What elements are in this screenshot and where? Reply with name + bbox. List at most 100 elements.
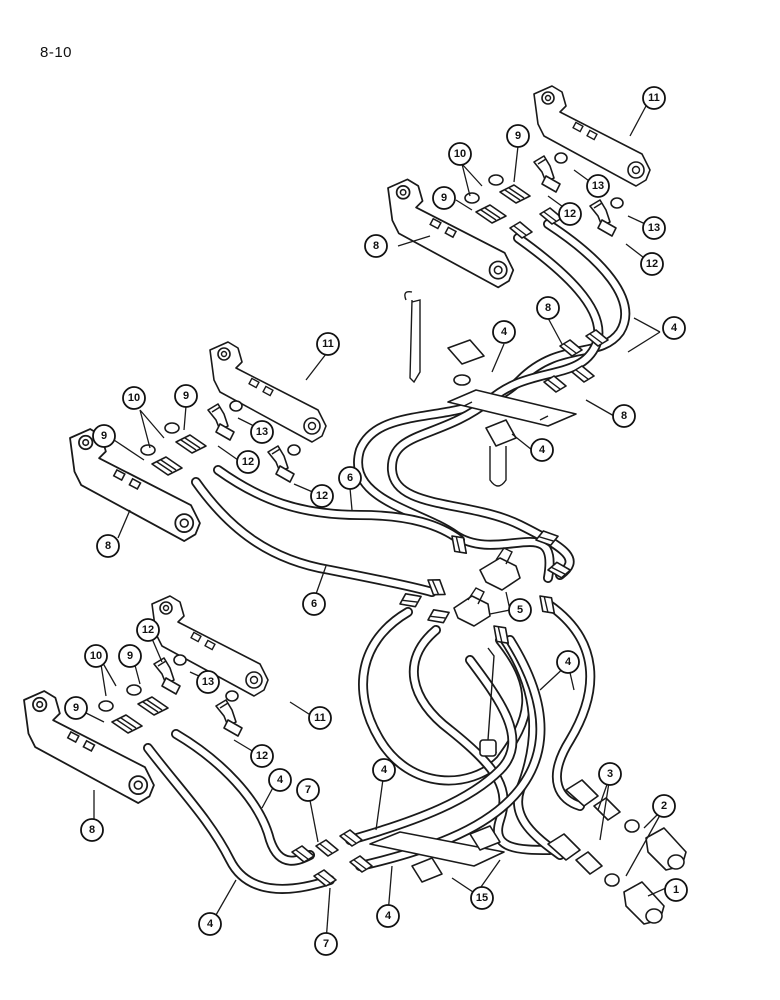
callout-label: 4 <box>385 910 392 922</box>
callout-label: 4 <box>501 326 508 338</box>
lower-valve-bracket-front <box>23 690 155 804</box>
callout-label: 4 <box>565 656 572 668</box>
callout-11-c: 11 <box>308 706 332 730</box>
callout-label: 8 <box>545 302 551 314</box>
hose-clamps <box>369 389 577 883</box>
callout-label: 10 <box>454 148 466 160</box>
callout-label: 9 <box>441 192 447 204</box>
callout-11-b: 11 <box>316 332 340 356</box>
callout-label: 8 <box>105 540 111 552</box>
callout-13-c: 13 <box>250 420 274 444</box>
callout-label: 6 <box>311 598 317 610</box>
callout-label: 6 <box>347 472 353 484</box>
callout-12-f: 12 <box>250 744 274 768</box>
callout-8-c: 8 <box>612 404 636 428</box>
callout-label: 10 <box>128 392 140 404</box>
callout-label: 12 <box>142 624 154 636</box>
callout-12-a: 12 <box>558 202 582 226</box>
callout-12-c: 12 <box>236 450 260 474</box>
tee-fittings <box>396 526 573 649</box>
callout-label: 10 <box>90 650 102 662</box>
callout-9-e: 9 <box>118 644 142 668</box>
callout-label: 9 <box>101 430 107 442</box>
callout-4-e: 4 <box>268 768 292 792</box>
callout-label: 13 <box>256 426 268 438</box>
callout-label: 1 <box>673 884 679 896</box>
callout-7-b: 7 <box>314 932 338 956</box>
callout-15: 15 <box>470 886 494 910</box>
hose-runs <box>143 219 631 894</box>
lower-hose-ends <box>291 829 373 887</box>
callout-label: 5 <box>517 604 523 616</box>
callout-4-g: 4 <box>198 912 222 936</box>
callout-5: 5 <box>508 598 532 622</box>
lower-valve-fittings <box>98 654 243 737</box>
callout-4-h: 4 <box>376 904 400 928</box>
callout-13-b: 13 <box>642 216 666 240</box>
callout-2: 2 <box>652 794 676 818</box>
callout-label: 4 <box>381 764 388 776</box>
callout-label: 15 <box>476 892 488 904</box>
callout-9-b: 9 <box>432 186 456 210</box>
callout-7-a: 7 <box>296 778 320 802</box>
callout-8-d: 8 <box>96 534 120 558</box>
callout-9-d: 9 <box>92 424 116 448</box>
callout-4-c: 4 <box>530 438 554 462</box>
callout-label: 13 <box>592 180 604 192</box>
callout-6-b: 6 <box>302 592 326 616</box>
callout-label: 4 <box>671 322 678 334</box>
callout-11-a: 11 <box>642 86 666 110</box>
callout-8-a: 8 <box>364 234 388 258</box>
callout-label: 12 <box>242 456 254 468</box>
callout-label: 9 <box>183 390 189 402</box>
callout-12-b: 12 <box>640 252 664 276</box>
callout-10-c: 10 <box>84 644 108 668</box>
callout-9-c: 9 <box>174 384 198 408</box>
callout-4-b: 4 <box>662 316 686 340</box>
callout-label: 7 <box>323 938 329 950</box>
callout-label: 11 <box>322 338 334 350</box>
callout-1: 1 <box>664 878 688 902</box>
callout-label: 8 <box>373 240 379 252</box>
callout-4-a: 4 <box>492 320 516 344</box>
callout-label: 7 <box>305 784 311 796</box>
callout-9-a: 9 <box>506 124 530 148</box>
callout-label: 12 <box>256 750 268 762</box>
callout-label: 9 <box>515 130 521 142</box>
hardware-rod-and-bolts <box>404 290 507 757</box>
callout-label: 4 <box>277 774 284 786</box>
callout-label: 12 <box>316 490 328 502</box>
callout-8-b: 8 <box>536 296 560 320</box>
callout-label: 12 <box>564 208 576 220</box>
callout-label: 8 <box>89 824 95 836</box>
callout-8-e: 8 <box>80 818 104 842</box>
callout-label: 11 <box>648 92 660 104</box>
callout-label: 11 <box>314 712 326 724</box>
callout-3: 3 <box>598 762 622 786</box>
callout-label: 8 <box>621 410 627 422</box>
callout-6-a: 6 <box>338 466 362 490</box>
callout-label: 2 <box>661 800 667 812</box>
upper-valve-fittings <box>464 152 624 237</box>
callout-12-e: 12 <box>136 618 160 642</box>
callout-label: 12 <box>646 258 658 270</box>
callout-4-d: 4 <box>556 650 580 674</box>
callout-13-d: 13 <box>196 670 220 694</box>
callout-12-d: 12 <box>310 484 334 508</box>
middle-valve-fittings <box>140 400 301 483</box>
callout-label: 13 <box>648 222 660 234</box>
callout-label: 4 <box>539 444 546 456</box>
callout-label: 9 <box>127 650 133 662</box>
callout-9-f: 9 <box>64 696 88 720</box>
page-number: 8-10 <box>40 44 73 61</box>
callout-label: 3 <box>607 768 613 780</box>
quick-couplers <box>547 779 687 925</box>
callout-label: 9 <box>73 702 79 714</box>
callout-13-a: 13 <box>586 174 610 198</box>
callout-label: 4 <box>207 918 214 930</box>
callout-10-b: 10 <box>122 386 146 410</box>
callout-label: 13 <box>202 676 214 688</box>
callout-10-a: 10 <box>448 142 472 166</box>
callout-4-f: 4 <box>372 758 396 782</box>
